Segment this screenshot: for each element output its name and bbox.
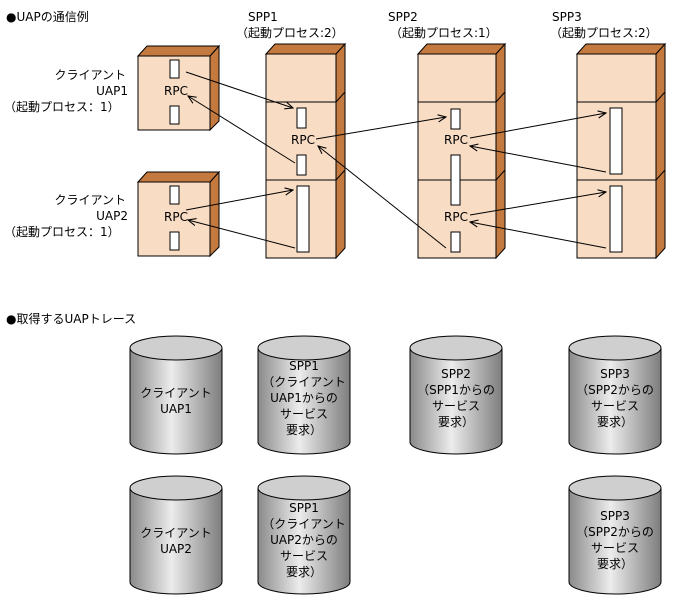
svg-text:（起動プロセス:1）: （起動プロセス:1） (390, 26, 498, 40)
client-label-uap1: クライアント UAP1 （起動プロセス：1） (4, 68, 128, 114)
svg-text:SPP2: SPP2 (388, 10, 418, 24)
arrow-spp1-return-uap1 (188, 96, 296, 164)
svg-text:クライアント: クライアント (140, 526, 212, 540)
svg-text:UAP1: UAP1 (96, 84, 128, 98)
svg-text:UAP2: UAP2 (160, 542, 192, 556)
svg-text:SPP3: SPP3 (552, 10, 582, 24)
svg-text:サービス: サービス (280, 407, 328, 421)
arrow-uap2-to-spp1 (185, 190, 293, 211)
svg-text:SPP1: SPP1 (248, 10, 278, 24)
svg-text:サービス: サービス (591, 399, 639, 413)
svg-text:（クライアント: （クライアント (262, 375, 346, 389)
arrow-spp3-return-spp2-b (470, 222, 607, 249)
svg-text:SPP3: SPP3 (600, 509, 630, 523)
svg-text:（起動プロセス：1）: （起動プロセス：1） (4, 100, 120, 114)
rpc-label: RPC (291, 133, 315, 147)
arrow-spp3-return-spp2-a (470, 146, 607, 173)
svg-text:要求）: 要求） (597, 415, 633, 429)
svg-text:（起動プロセス:2）: （起動プロセス:2） (550, 26, 658, 40)
svg-text:SPP3: SPP3 (600, 367, 630, 381)
svg-text:SPP2: SPP2 (441, 367, 471, 381)
svg-text:要求）: 要求） (438, 415, 474, 429)
spp3-tower (575, 42, 667, 260)
svg-text:クライアント: クライアント (54, 68, 126, 82)
arrow-uap1-to-spp1 (185, 71, 293, 108)
trace-cylinder-spp3-row2: SPP3 （SPP2からの サービス 要求） (568, 475, 662, 595)
svg-text:UAP2からの: UAP2からの (270, 533, 338, 547)
trace-cylinder-spp2: SPP2 （SPP1からの サービス 要求） (409, 335, 503, 455)
server-label-spp3: SPP3 （起動プロセス:2） (550, 10, 658, 40)
trace-cylinder-client-uap1: クライアント UAP1 (129, 335, 223, 455)
rpc-arrows (185, 71, 607, 249)
trace-cylinder-spp1-uap2: SPP1 （クライアント UAP2からの サービス 要求） (257, 475, 351, 595)
svg-text:要求）: 要求） (597, 557, 633, 571)
arrow-spp2-to-spp3-b (469, 192, 606, 216)
svg-text:サービス: サービス (591, 541, 639, 555)
server-label-spp2: SPP2 （起動プロセス:1） (388, 10, 498, 40)
trace-cylinder-spp3-row1: SPP3 （SPP2からの サービス 要求） (568, 335, 662, 455)
section1-title: ●UAPの通信例 (6, 10, 89, 24)
trace-cylinder-spp1-uap1: SPP1 （クライアント UAP1からの サービス 要求） (257, 335, 351, 455)
svg-text:サービス: サービス (280, 549, 328, 563)
rpc-label: RPC (444, 133, 468, 147)
svg-text:クライアント: クライアント (140, 386, 212, 400)
svg-text:UAP1: UAP1 (160, 402, 192, 416)
arrow-spp1-to-spp2 (315, 117, 446, 140)
svg-text:（SPP2からの: （SPP2からの (576, 383, 654, 397)
rpc-label: RPC (164, 210, 188, 224)
svg-text:（起動プロセス:2）: （起動プロセス:2） (236, 26, 344, 40)
server-label-spp1: SPP1 （起動プロセス:2） (236, 10, 344, 40)
svg-text:要求）: 要求） (286, 423, 322, 437)
svg-text:（クライアント: （クライアント (262, 517, 346, 531)
svg-text:（起動プロセス：1）: （起動プロセス：1） (4, 225, 120, 239)
arrow-spp2-to-spp3-a (469, 113, 606, 139)
rpc-label: RPC (164, 84, 188, 98)
svg-text:UAP1からの: UAP1からの (270, 391, 338, 405)
svg-text:（SPP2からの: （SPP2からの (576, 525, 654, 539)
svg-text:クライアント: クライアント (54, 193, 126, 207)
svg-text:UAP2: UAP2 (96, 209, 128, 223)
client-uap2-box: RPC (136, 170, 221, 258)
client-uap1-box: RPC (136, 44, 221, 132)
arrow-spp2-return-spp1 (318, 146, 447, 249)
client-label-uap2: クライアント UAP2 （起動プロセス：1） (4, 193, 128, 239)
trace-cylinder-client-uap2: クライアント UAP2 (129, 475, 223, 595)
svg-text:SPP1: SPP1 (289, 359, 319, 373)
arrow-spp1-return-uap2 (188, 220, 296, 249)
svg-text:要求）: 要求） (286, 565, 322, 579)
svg-text:サービス: サービス (432, 399, 480, 413)
rpc-label: RPC (444, 210, 468, 224)
spp1-tower: RPC (264, 42, 347, 260)
svg-text:SPP1: SPP1 (289, 501, 319, 515)
section2-title: ●取得するUAPトレース (6, 311, 136, 326)
svg-text:（SPP1からの: （SPP1からの (417, 383, 495, 397)
